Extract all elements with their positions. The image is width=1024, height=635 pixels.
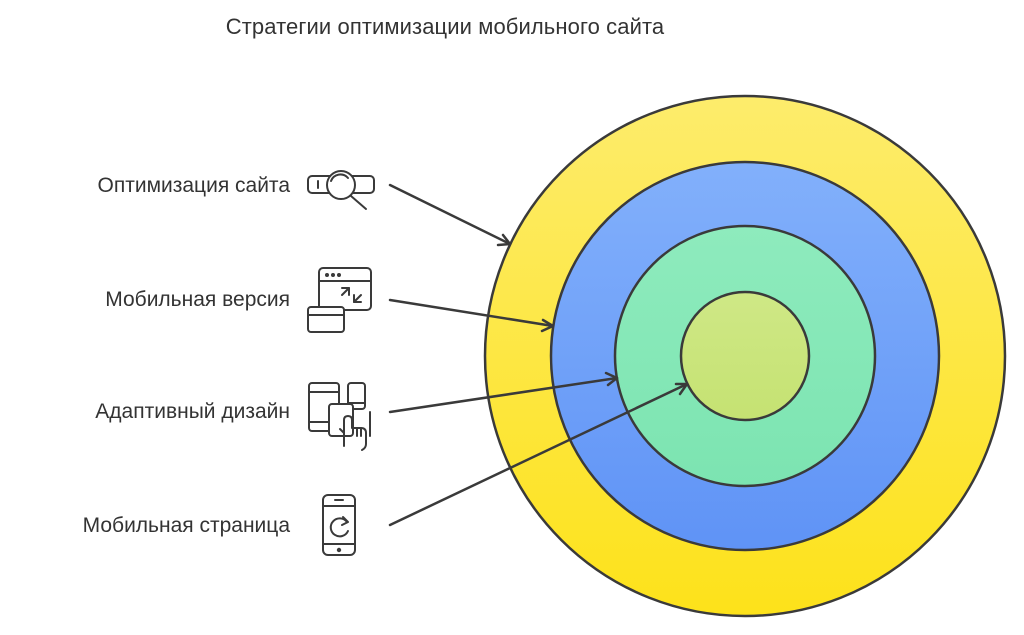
responsive-devices-icon <box>308 382 371 451</box>
label-site-optimization: Оптимизация сайта <box>97 174 290 197</box>
mobile-refresh-icon <box>322 494 356 556</box>
website-search-icon <box>307 170 375 210</box>
diagram-title: Стратегии оптимизации мобильного сайта <box>225 14 665 39</box>
circle-mobile-page <box>679 290 811 422</box>
browser-window-resize-icon <box>307 267 372 333</box>
arrow-mobile-page <box>388 382 689 527</box>
arrow-adaptive-design <box>388 371 619 414</box>
label-adaptive-design: Адаптивный дизайн <box>95 400 290 423</box>
arrow-mobile-version <box>388 298 555 333</box>
arrow-site-optimization <box>388 183 512 247</box>
label-mobile-version: Мобильная версия <box>105 288 290 311</box>
label-mobile-page: Мобильная страница <box>82 514 290 537</box>
